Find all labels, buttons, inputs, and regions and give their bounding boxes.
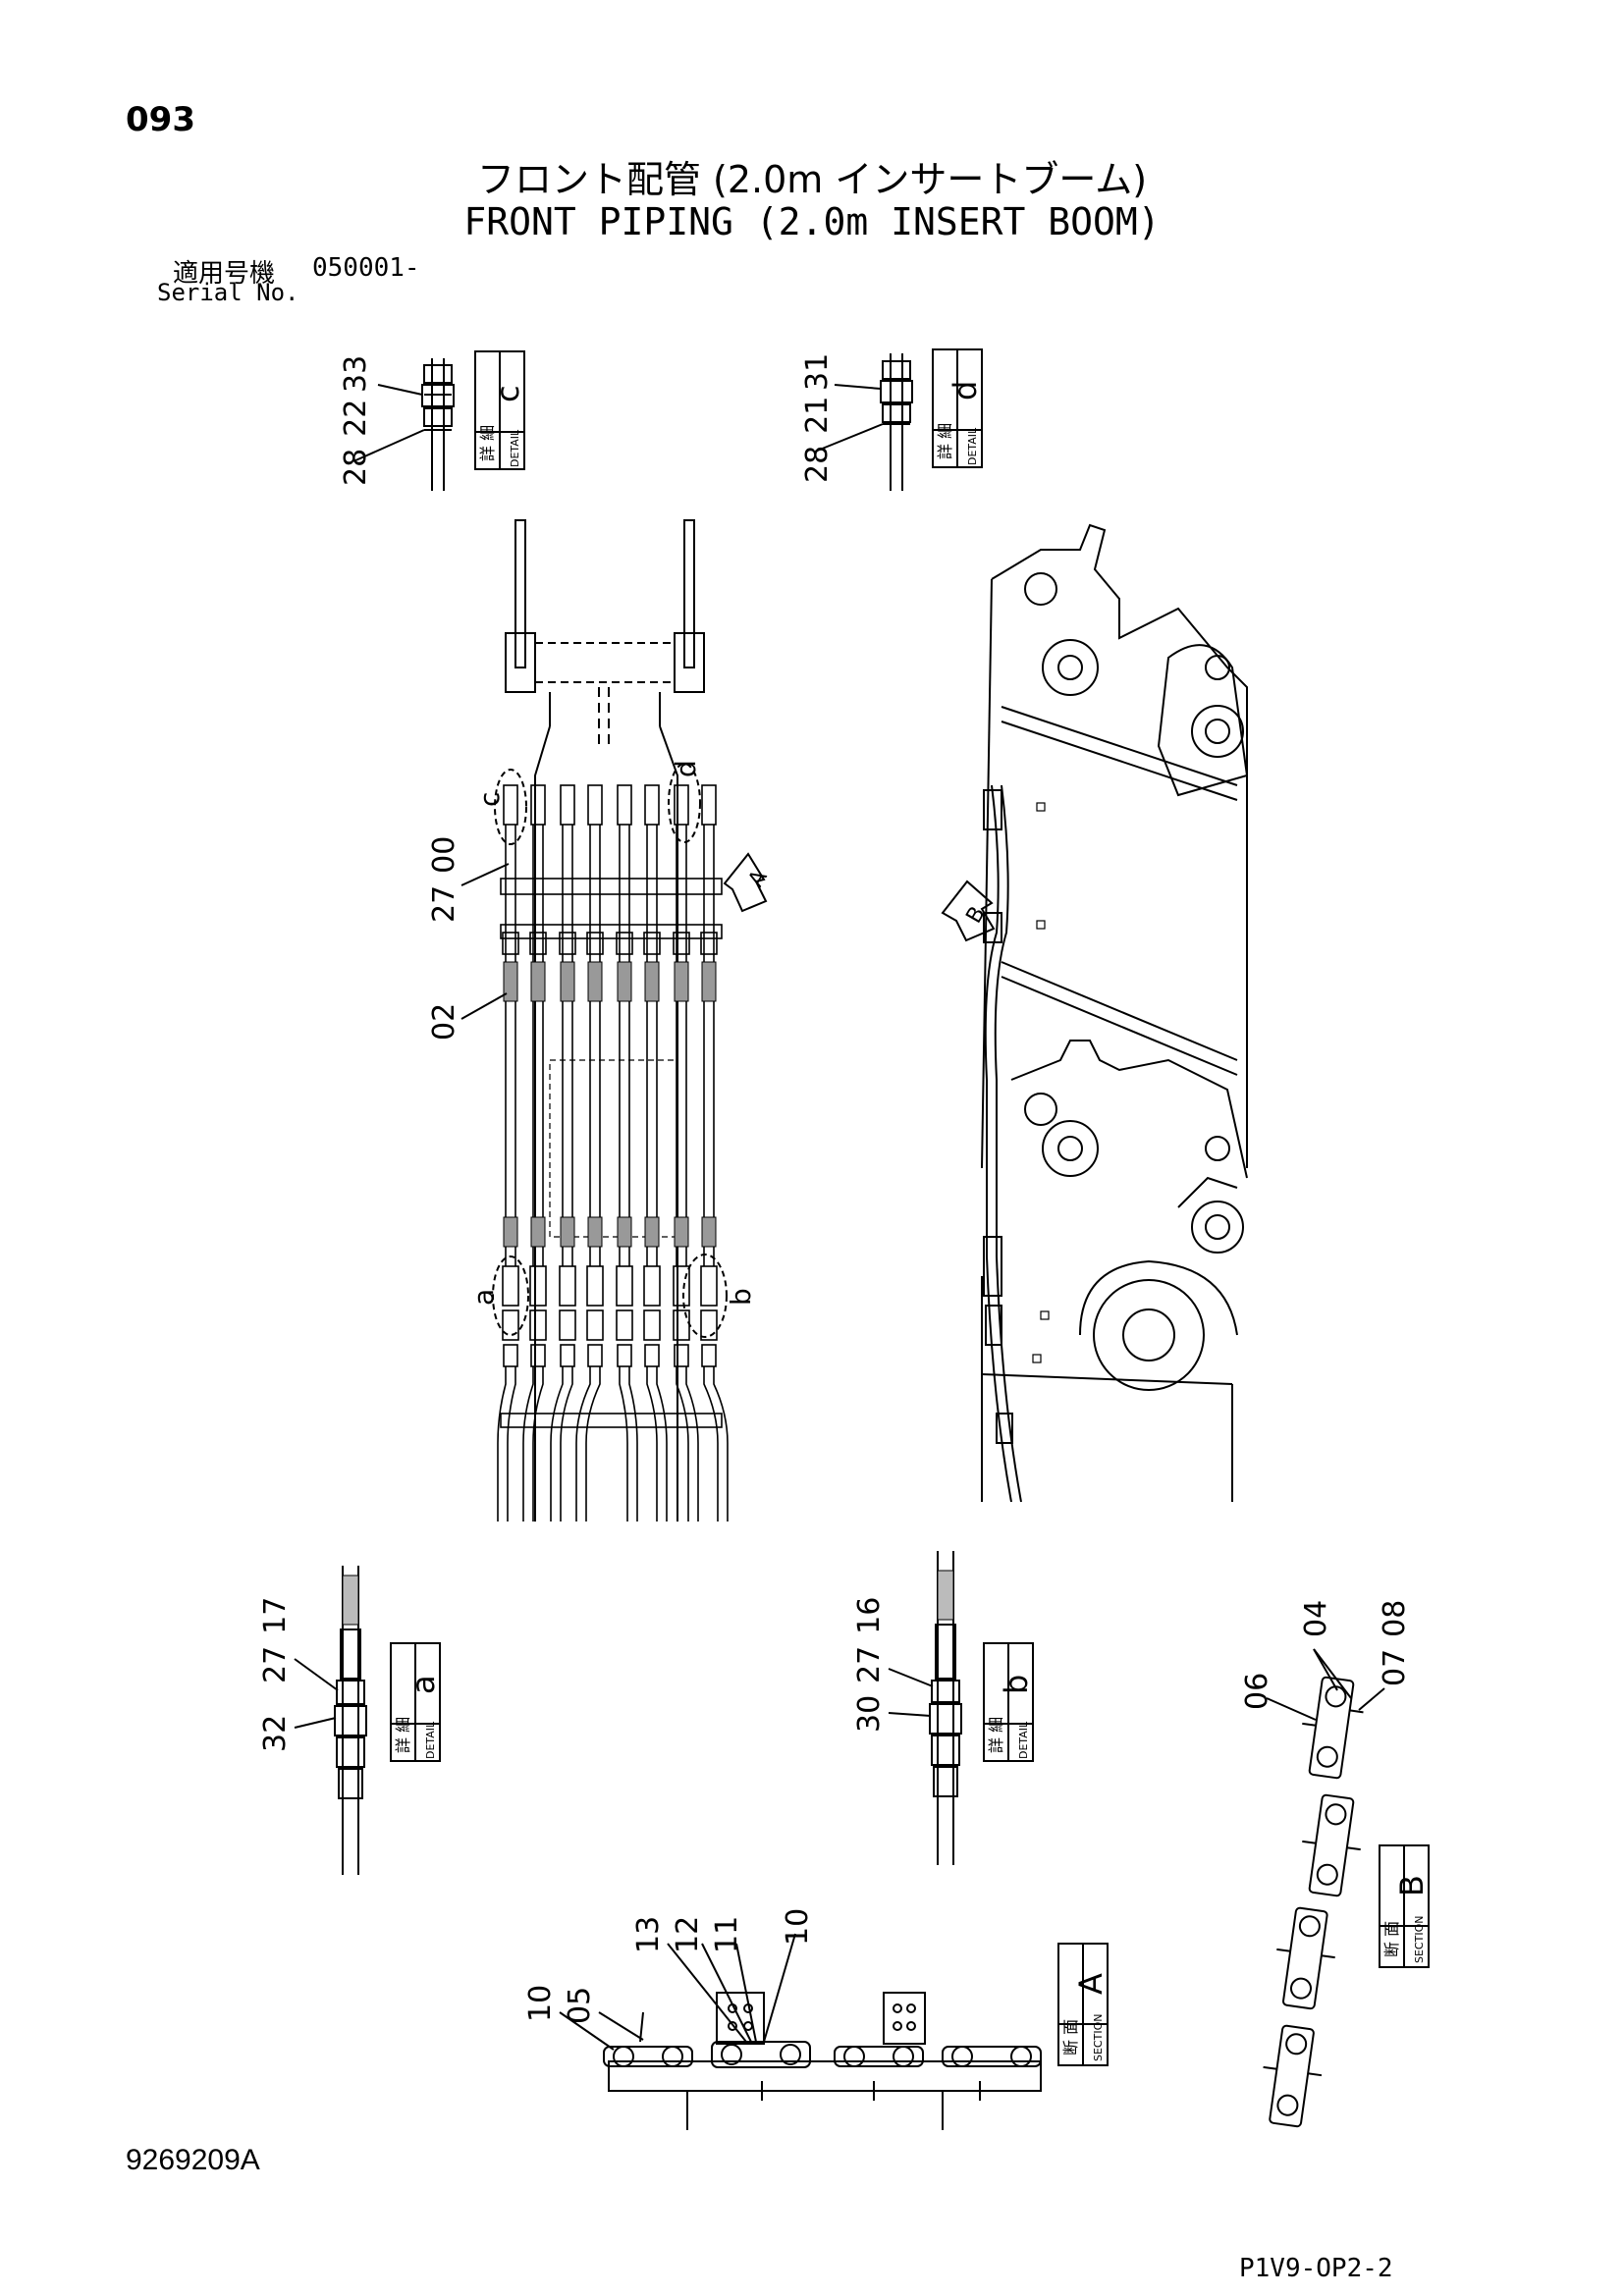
label-28-21: 28 21 [800, 397, 835, 483]
detail-box-a: 詳 細 DETAIL a [390, 1642, 442, 1762]
hose-bundle [497, 784, 729, 1522]
detail-box-c-kanji: 詳 細 [478, 425, 497, 461]
label-12: 12 [671, 1916, 705, 1953]
hose-line [575, 784, 604, 1522]
hose-clamp [500, 1413, 723, 1428]
label-28-22: 28 22 [339, 400, 373, 486]
hose-line [700, 784, 729, 1522]
section-box-b-kanji: 断 面 [1382, 1921, 1401, 1957]
label-11: 11 [710, 1916, 744, 1953]
callout-d: d [670, 760, 702, 777]
detail-box-b-word: DETAIL [1017, 1721, 1030, 1759]
label-30: 30 [852, 1695, 887, 1733]
detail-box-d-word: DETAIL [966, 427, 979, 465]
detail-box-a-kanji: 詳 細 [394, 1717, 412, 1753]
detail-box-a-letter: a [405, 1675, 442, 1694]
detail-d-view: 31 28 21 [800, 353, 913, 491]
page-number: 093 [126, 100, 195, 139]
label-33: 33 [339, 355, 373, 393]
hose-line [497, 784, 519, 1522]
label-06: 06 [1240, 1673, 1274, 1710]
sheet-code: P1V9-OP2-2 [1239, 2254, 1393, 2283]
detail-c-view: 33 28 22 [339, 355, 455, 491]
callout-c: c [473, 792, 506, 807]
serial-number-value: 050001- [312, 253, 420, 283]
label-27-16: 27 16 [852, 1597, 887, 1683]
label-07-08: 07 08 [1378, 1600, 1412, 1686]
serial-label-english: Serial No. [157, 279, 299, 306]
boom-top-view [505, 519, 705, 1522]
hose-line [522, 784, 547, 1522]
section-box-a: 断 面 SECTION A [1057, 1943, 1110, 2066]
section-box-a-kanji: 断 面 [1061, 2019, 1080, 2056]
serial-label-japanese: 適用号機 [173, 259, 276, 289]
detail-box-c-letter: c [489, 385, 526, 402]
leader-line [814, 423, 884, 453]
label-27-17: 27 17 [258, 1597, 293, 1683]
detail-box-c: 詳 細 DETAIL c [474, 350, 526, 470]
detail-b-view: 27 16 30 [852, 1551, 962, 1865]
hose-line [550, 784, 576, 1522]
section-b-view: 04 06 07 08 [1240, 1600, 1412, 2128]
label-04: 04 [1299, 1600, 1333, 1637]
label-10-right: 10 [781, 1908, 815, 1946]
label-13: 13 [631, 1916, 666, 1953]
label-27-00: 27 00 [427, 836, 461, 923]
diagram-title-japanese: フロント配管 (2.0m インサートブーム) [476, 158, 1148, 201]
label-02: 02 [427, 1003, 461, 1041]
detail-box-d-kanji: 詳 細 [936, 423, 954, 459]
leader-line [834, 384, 882, 390]
hose-line [643, 784, 668, 1522]
label-31: 31 [800, 353, 835, 391]
hose-clamp [500, 924, 723, 939]
callout-a: a [467, 1289, 500, 1306]
section-box-b-word: SECTION [1413, 1916, 1426, 1963]
detail-box-b-kanji: 詳 細 [987, 1717, 1005, 1753]
callout-b: b [725, 1288, 757, 1306]
section-box-b: 断 面 SECTION B [1379, 1844, 1431, 1968]
diagram-title-english: FRONT PIPING (2.0m INSERT BOOM) [463, 200, 1161, 243]
leader-line [352, 429, 425, 462]
label-10-left: 10 [523, 1985, 558, 2022]
detail-box-b-letter: b [998, 1675, 1035, 1694]
section-box-a-letter: A [1072, 1973, 1110, 1995]
label-05: 05 [563, 1987, 597, 2024]
detail-a-view: 27 17 32 [258, 1566, 367, 1875]
leader-line [377, 384, 423, 396]
detail-box-d: 詳 細 DETAIL d [932, 348, 984, 468]
detail-box-a-word: DETAIL [424, 1721, 437, 1759]
drawing-number: 9269209A [126, 2144, 260, 2176]
label-32: 32 [258, 1715, 293, 1752]
main-view-callouts: c d a b 27 00 02 A B [427, 760, 996, 1338]
section-a-view: 10 05 13 12 11 10 [523, 1908, 1042, 2130]
detail-box-c-word: DETAIL [509, 429, 521, 467]
section-box-b-letter: B [1393, 1875, 1431, 1896]
hose-line [616, 784, 638, 1522]
detail-box-b: 詳 細 DETAIL b [983, 1642, 1035, 1762]
boom-side-view [981, 523, 1249, 1503]
section-box-a-word: SECTION [1092, 2014, 1105, 2061]
hose-clamp [500, 878, 723, 895]
detail-box-d-letter: d [947, 381, 984, 400]
